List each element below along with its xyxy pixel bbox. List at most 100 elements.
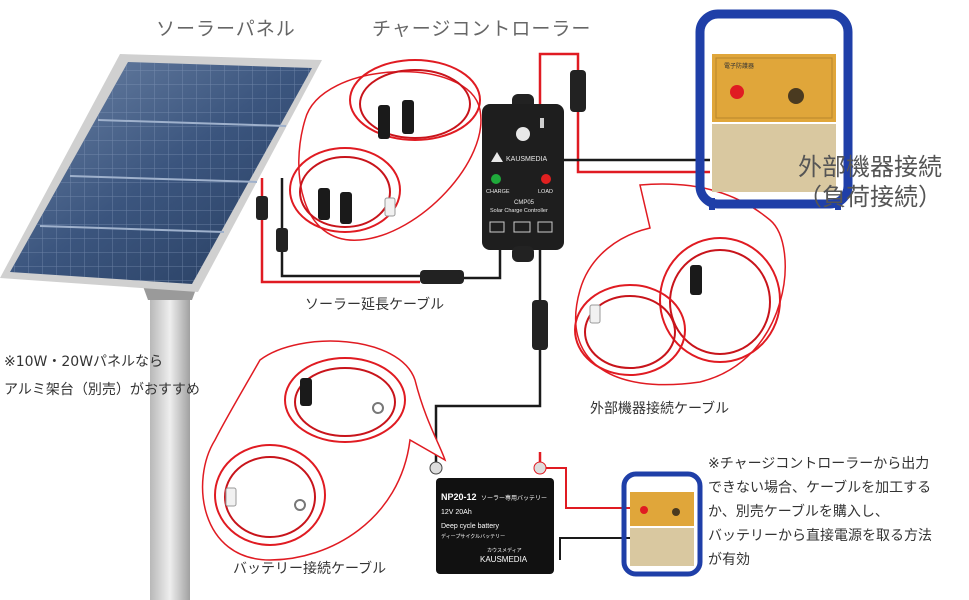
red-lamp — [640, 506, 648, 514]
load-title-line2: （負荷接続） — [798, 183, 942, 211]
cable-loop — [289, 147, 401, 233]
direct-note-line: か、別売ケーブルを購入し、 — [708, 504, 889, 520]
load-title-line1: 外部機器接続 — [798, 153, 942, 181]
cable-loop — [669, 249, 771, 355]
direct-note-line: バッテリーから直接電源を取る方法 — [708, 528, 932, 544]
battery-brand: KAUSMEDIA — [480, 555, 528, 564]
battery: NP20-12 ソーラー専用バッテリー 12V 20Ah Deep cycle … — [429, 461, 554, 574]
charge-controller: KAUSMEDIA CHARGE LOAD CMP05 Solar Charge… — [482, 94, 564, 262]
device-frame — [695, 9, 853, 209]
battery-connector — [300, 378, 312, 406]
load-terminal-icon — [537, 221, 553, 233]
battery-body — [436, 478, 554, 574]
plug-connector — [589, 304, 601, 324]
device-lower-panel — [630, 528, 694, 566]
cable-loop — [299, 156, 391, 228]
controller-mount-bottom — [512, 246, 534, 262]
wire-direct-red — [546, 467, 630, 509]
bulb-icon — [540, 118, 544, 128]
red-lamp — [730, 85, 744, 99]
controller-subtitle: Solar Charge Controller — [490, 208, 548, 214]
battery-brand-kana: カウスメディア — [487, 547, 522, 554]
connector-panel-neg — [276, 228, 288, 252]
cable-loop — [659, 237, 781, 363]
ring-terminal — [294, 499, 306, 511]
load-led — [541, 174, 551, 184]
wire-load-black — [558, 110, 710, 162]
speech-bubble — [574, 183, 786, 386]
solar-panel — [0, 54, 322, 600]
panel-divider — [97, 119, 287, 127]
connector-battery — [532, 300, 548, 350]
mc4-connector — [318, 188, 330, 220]
cable-loop — [359, 69, 471, 139]
cable-loop — [584, 295, 676, 369]
load-led-label: LOAD — [538, 189, 553, 195]
device-inner-panel — [715, 57, 833, 119]
wire-panel-negative — [280, 178, 420, 278]
solar-cable-coil — [289, 59, 482, 241]
connector-load — [570, 70, 586, 112]
wire-load-red — [576, 110, 710, 174]
direct-power-note: ※チャージコントローラーから出力 できない場合、ケーブルを加工する か、別売ケー… — [708, 452, 932, 572]
load-cable-label: 外部機器接続ケーブル — [590, 401, 730, 417]
battery-type: Deep cycle battery — [441, 523, 499, 530]
direct-note-line: ※チャージコントローラーから出力 — [708, 456, 930, 472]
panel-divider — [69, 175, 258, 183]
battery-model-suffix: ソーラー専用バッテリー — [481, 494, 547, 502]
device-frame — [621, 471, 703, 577]
panel-divider — [39, 225, 225, 233]
load-title: 外部機器接続 （負荷接続） — [775, 152, 965, 212]
frame-note-line2: アルミ架台（別売）がおすすめ — [4, 382, 200, 398]
knob — [788, 88, 804, 104]
charge-controller-label: チャージコントローラー — [372, 18, 592, 40]
device-panel-title: 電子防護器 — [724, 62, 754, 70]
connector-panel-pos — [256, 196, 268, 220]
brand-logo-icon — [491, 152, 503, 162]
cable-loop — [214, 444, 326, 546]
cable-loop — [224, 456, 316, 538]
plug-connector — [384, 197, 396, 217]
controller-model: CMP05 — [514, 200, 535, 206]
controller-body — [482, 104, 564, 250]
panel-pole — [150, 296, 190, 600]
device-lower-panel — [712, 124, 836, 192]
panel-terminal-icon — [489, 221, 505, 233]
solar-panel-label: ソーラーパネル — [156, 18, 296, 40]
load-connector — [690, 265, 702, 295]
cable-loop — [284, 357, 406, 443]
device-top-panel — [630, 492, 694, 526]
load-device-small — [621, 471, 703, 577]
wire-ext-to-controller — [464, 250, 502, 280]
load-device: 電子防護器 — [695, 9, 853, 210]
wire-direct-black — [559, 537, 630, 560]
connector-ext — [420, 270, 464, 284]
charge-led-label: CHARGE — [486, 189, 510, 195]
direct-note-line: できない場合、ケーブルを加工する — [708, 480, 932, 496]
sun-icon — [516, 127, 530, 141]
ring-terminal — [372, 402, 384, 414]
load-cable-coil — [574, 183, 786, 386]
panel-cell-grid — [10, 62, 312, 284]
cable-loop — [294, 367, 396, 437]
battery-model: NP20-12 — [441, 492, 477, 502]
wires — [256, 52, 710, 560]
wire-battery-black — [434, 350, 542, 466]
mc4-connector — [340, 192, 352, 224]
plug-connector — [225, 487, 237, 507]
battery-terminal-negative — [429, 461, 443, 475]
knob — [672, 508, 680, 516]
battery-terminal-icon — [513, 221, 531, 233]
mc4-connector — [402, 100, 414, 134]
frame-note: ※10W・20Wパネルなら アルミ架台（別売）がおすすめ — [4, 348, 200, 404]
battery-spec: 12V 20Ah — [441, 509, 472, 516]
frame-note-line1: ※10W・20Wパネルなら — [4, 354, 164, 370]
battery-cable-label: バッテリー接続ケーブル — [233, 561, 387, 577]
battery-cable-coil — [201, 340, 447, 561]
charge-led — [491, 174, 501, 184]
direct-note-line: が有効 — [708, 552, 750, 568]
speech-bubble — [201, 340, 447, 561]
cable-loop — [574, 284, 686, 376]
battery-type-jp: ディープサイクルバッテリー — [441, 533, 505, 540]
